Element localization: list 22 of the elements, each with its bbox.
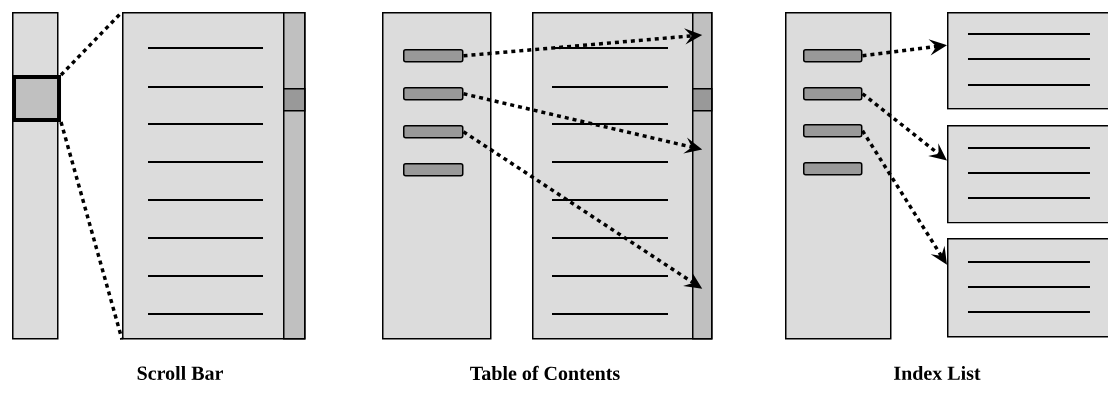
list-item bbox=[403, 125, 464, 139]
list-item bbox=[803, 87, 863, 101]
list-item bbox=[403, 87, 464, 101]
list-item bbox=[803, 162, 863, 176]
caption: Index List bbox=[894, 365, 981, 380]
caption: Scroll Bar bbox=[137, 365, 223, 380]
list-item bbox=[803, 49, 863, 63]
page bbox=[947, 238, 1108, 338]
list-panel bbox=[785, 12, 892, 340]
caption: Table of Contents bbox=[470, 365, 620, 381]
page bbox=[947, 12, 1108, 110]
page bbox=[947, 125, 1108, 224]
list-item bbox=[403, 163, 464, 177]
list-item bbox=[403, 49, 464, 63]
scroll-thumb bbox=[283, 88, 306, 112]
list-item bbox=[803, 124, 863, 138]
scroll-thumb bbox=[12, 75, 61, 122]
scroll-track bbox=[283, 12, 306, 340]
scroll-thumb bbox=[692, 88, 713, 112]
connector-line bbox=[59, 121, 124, 340]
scroll-track bbox=[692, 12, 713, 340]
list-panel bbox=[382, 12, 492, 340]
